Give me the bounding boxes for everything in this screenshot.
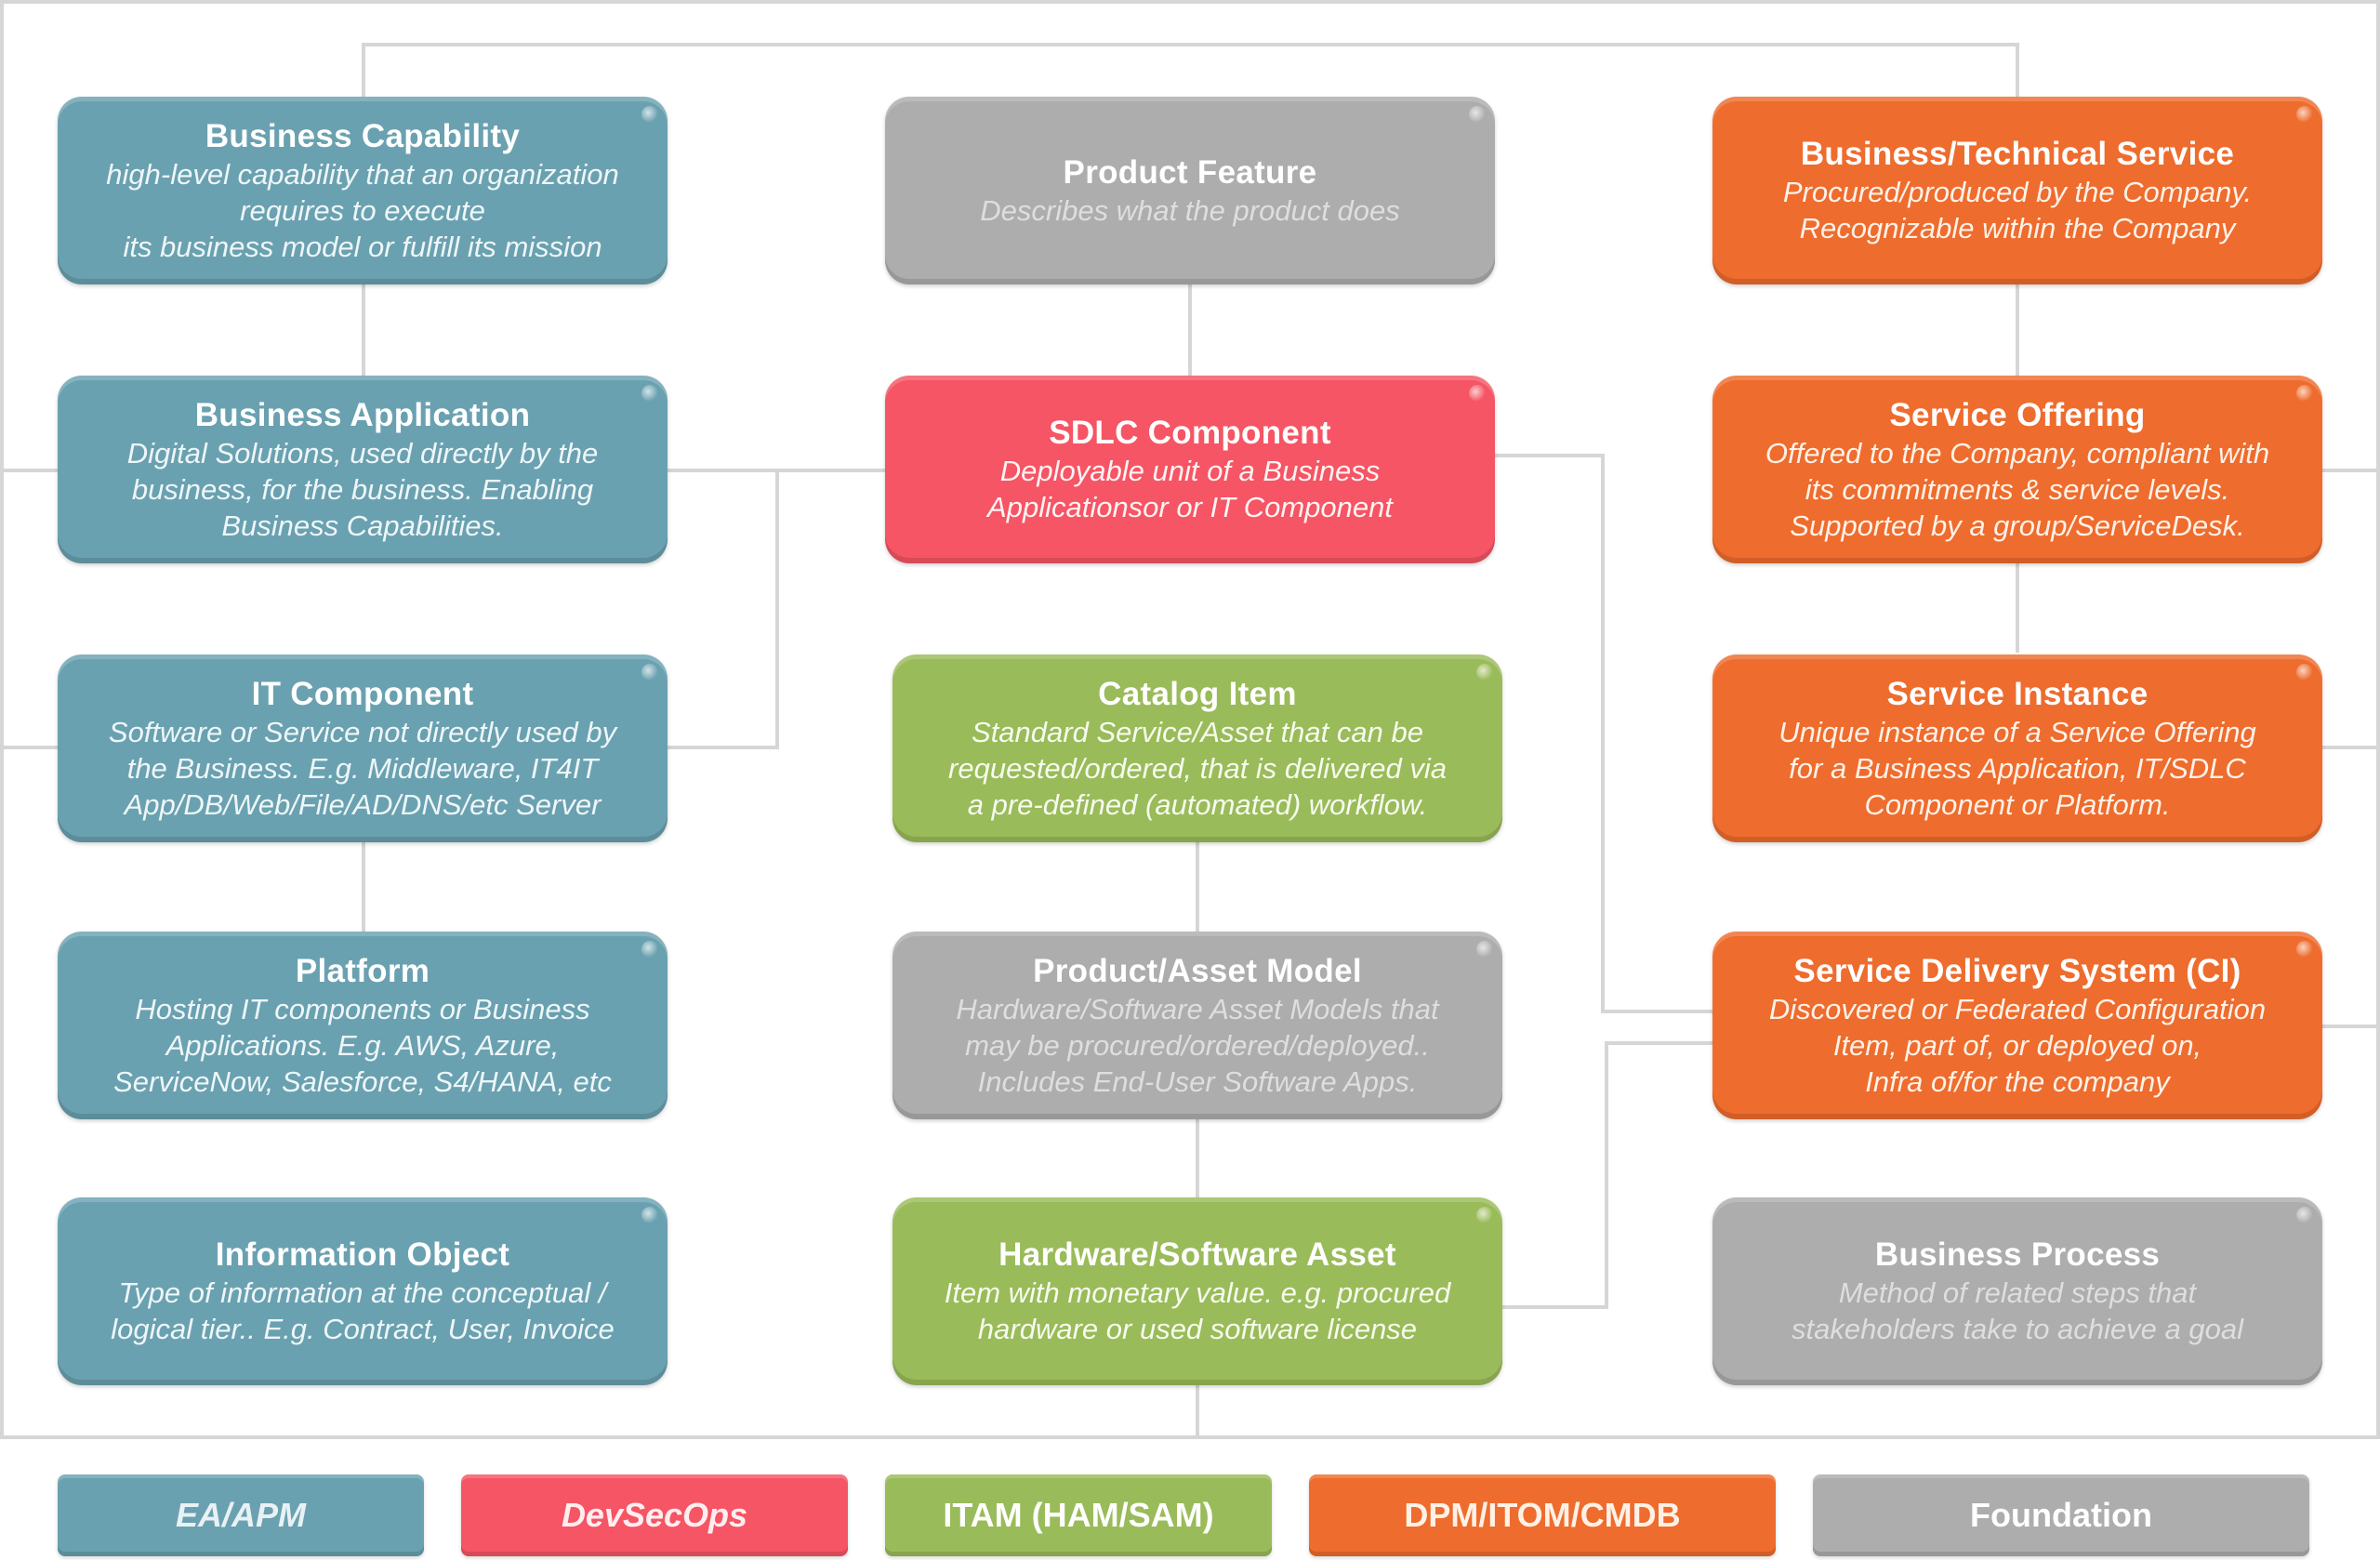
legend-dpm-itom-cmdb: DPM/ITOM/CMDB — [1309, 1474, 1776, 1556]
legend-ea-apm: EA/APM — [58, 1474, 424, 1556]
node-product-asset-model[interactable]: Product/Asset Model Hardware/Software As… — [892, 932, 1502, 1119]
connector-itcomponent-to-sdlc — [668, 469, 885, 749]
node-title: Platform — [295, 952, 430, 989]
legend-devsecops: DevSecOps — [461, 1474, 848, 1556]
node-title: Service Offering — [1889, 396, 2146, 433]
node-hardware-software-asset[interactable]: Hardware/Software Asset Item with moneta… — [892, 1197, 1502, 1385]
outer-frame — [0, 0, 2380, 1439]
node-title: Business Capability — [205, 117, 521, 154]
node-title: Catalog Item — [1098, 675, 1297, 712]
node-title: Hardware/Software Asset — [998, 1236, 1396, 1273]
node-catalog-item[interactable]: Catalog Item Standard Service/Asset that… — [892, 654, 1502, 842]
node-sdlc-component[interactable]: SDLC Component Deployable unit of a Busi… — [885, 376, 1495, 563]
node-title: Information Object — [215, 1236, 510, 1273]
node-title: Product Feature — [1063, 153, 1317, 191]
node-title: IT Component — [251, 675, 474, 712]
node-service-delivery-system[interactable]: Service Delivery System (CI) Discovered … — [1712, 932, 2322, 1119]
node-description: Hosting IT components or Business Applic… — [113, 992, 612, 1098]
node-description: Deployable unit of a Business Applicatio… — [987, 455, 1393, 523]
node-description: high-level capability that an organizati… — [106, 157, 619, 263]
connector-asset-to-delivery — [1502, 1041, 1712, 1309]
node-description: Software or Service not directly used by… — [108, 715, 617, 821]
node-business-process[interactable]: Business Process Method of related steps… — [1712, 1197, 2322, 1385]
node-service-instance[interactable]: Service Instance Unique instance of a Se… — [1712, 654, 2322, 842]
node-description: Discovered or Federated Configuration It… — [1768, 992, 2267, 1098]
node-description: Type of information at the conceptual / … — [111, 1276, 615, 1345]
node-title: Business/Technical Service — [1800, 136, 2235, 172]
node-description: Offered to the Company, compliant with i… — [1765, 436, 2270, 542]
node-title: Product/Asset Model — [1033, 952, 1362, 989]
node-description: Describes what the product does — [980, 193, 1400, 227]
node-description: Item with monetary value. e.g. procured … — [944, 1276, 1451, 1345]
node-description: Procured/produced by the Company. Recogn… — [1782, 176, 2253, 245]
node-product-feature[interactable]: Product Feature Describes what the produ… — [885, 97, 1495, 284]
node-title: Service Instance — [1886, 675, 2149, 712]
node-business-technical-service[interactable]: Business/Technical Service Procured/prod… — [1712, 97, 2322, 284]
node-description: Digital Solutions, used directly by the … — [126, 436, 599, 542]
node-title: Business Application — [194, 396, 531, 433]
connector-sdlc-to-delivery — [1495, 454, 1712, 1013]
node-description: Hardware/Software Asset Models that may … — [956, 992, 1439, 1098]
node-description: Method of related steps that stakeholder… — [1792, 1276, 2243, 1345]
legend-itam: ITAM (HAM/SAM) — [885, 1474, 1272, 1556]
legend-foundation: Foundation — [1813, 1474, 2309, 1556]
node-service-offering[interactable]: Service Offering Offered to the Company,… — [1712, 376, 2322, 563]
node-platform[interactable]: Platform Hosting IT components or Busine… — [58, 932, 668, 1119]
node-business-application[interactable]: Business Application Digital Solutions, … — [58, 376, 668, 563]
node-title: Service Delivery System (CI) — [1793, 952, 2241, 989]
node-it-component[interactable]: IT Component Software or Service not dir… — [58, 654, 668, 842]
node-business-capability[interactable]: Business Capability high-level capabilit… — [58, 97, 668, 284]
node-title: SDLC Component — [1049, 415, 1331, 451]
connector-capability-to-service — [362, 43, 2019, 97]
node-description: Standard Service/Asset that can be reque… — [948, 715, 1447, 821]
node-description: Unique instance of a Service Offering fo… — [1778, 715, 2256, 821]
node-information-object[interactable]: Information Object Type of information a… — [58, 1197, 668, 1385]
node-title: Business Process — [1874, 1236, 2161, 1273]
